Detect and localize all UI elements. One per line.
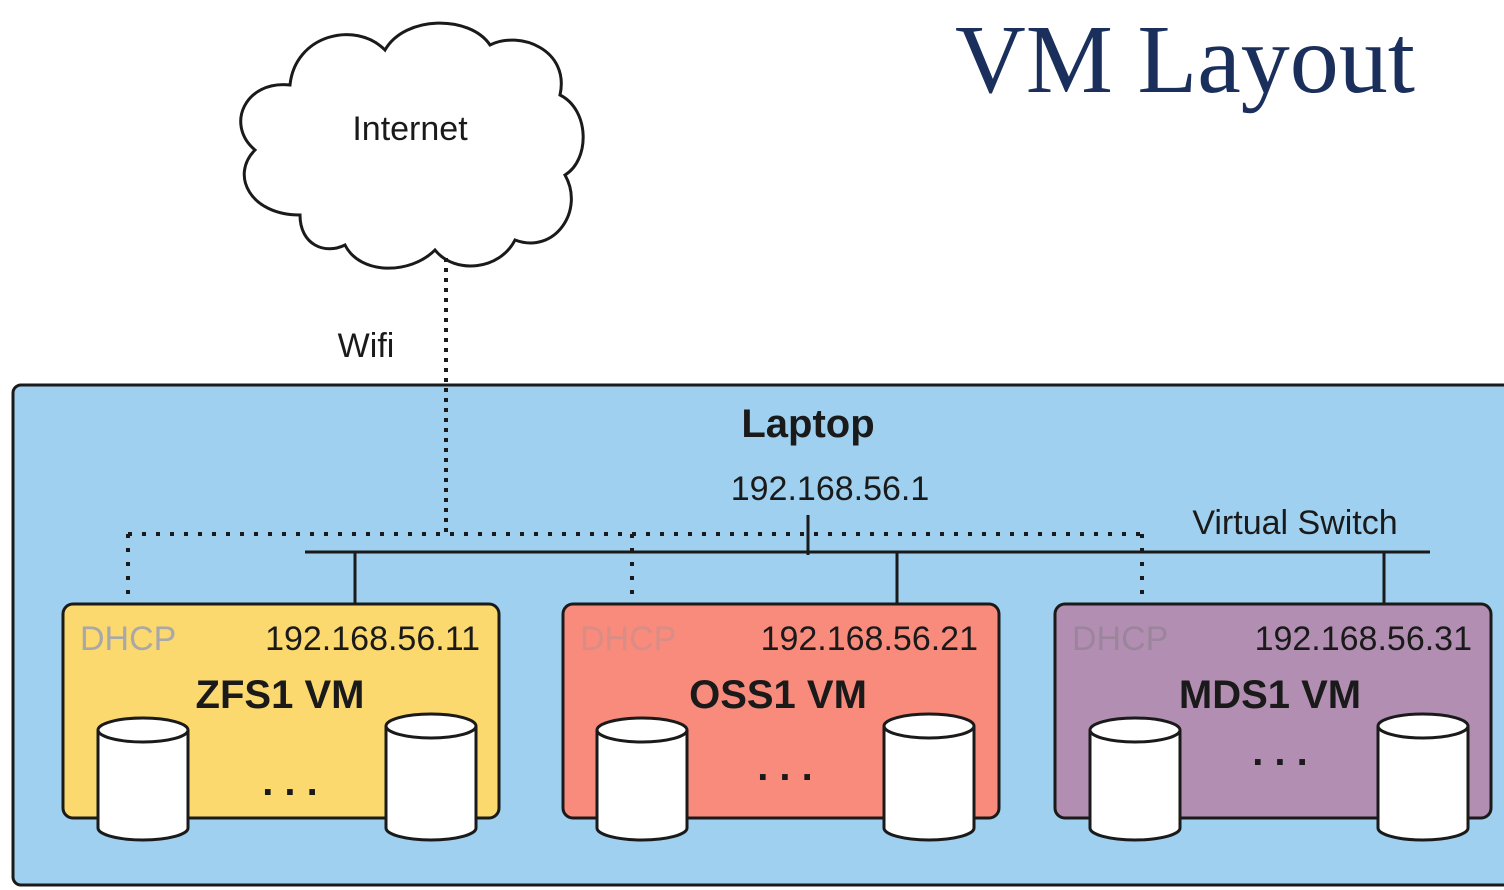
disk-icon: [595, 716, 689, 842]
diagram-title: VM Layout: [955, 6, 1415, 114]
laptop-label: Laptop: [741, 402, 874, 446]
vm-box-zfs1: DHCP 192.168.56.11 ZFS1 VM . . .: [61, 602, 501, 842]
vm-dhcp-label: DHCP: [1072, 620, 1168, 658]
dhcp-network: [126, 532, 1144, 604]
vm-ip: 192.168.56.11: [265, 620, 480, 658]
disk-icon: [1376, 712, 1470, 842]
disk-icon: [1088, 716, 1182, 842]
disk-icon: [96, 716, 190, 842]
disk-icon: [882, 712, 976, 842]
vm-box-oss1: DHCP 192.168.56.21 OSS1 VM . . .: [561, 602, 1001, 842]
vm-ellipsis: . . .: [757, 745, 813, 789]
vm-ellipsis: . . .: [1252, 730, 1308, 774]
vm-name: ZFS1 VM: [196, 673, 365, 717]
vm-name: MDS1 VM: [1179, 673, 1361, 717]
disk-icon: [384, 712, 478, 842]
internet-label: Internet: [352, 110, 468, 148]
internet-cloud: Internet: [239, 21, 585, 270]
vm-ellipsis: . . .: [262, 760, 318, 804]
vm-box-mds1: DHCP 192.168.56.31 MDS1 VM . . .: [1053, 602, 1493, 842]
virtual-switch: Virtual Switch: [305, 504, 1430, 604]
virtual-switch-label: Virtual Switch: [1192, 504, 1397, 542]
vm-ip: 192.168.56.31: [1255, 620, 1472, 658]
vm-name: OSS1 VM: [689, 673, 867, 717]
vm-ip: 192.168.56.21: [761, 620, 978, 658]
vm-dhcp-label: DHCP: [80, 620, 176, 658]
vm-dhcp-label: DHCP: [580, 620, 676, 658]
laptop-ip: 192.168.56.1: [731, 470, 930, 508]
cloud-icon: [239, 21, 585, 270]
wifi-label: Wifi: [338, 327, 395, 365]
